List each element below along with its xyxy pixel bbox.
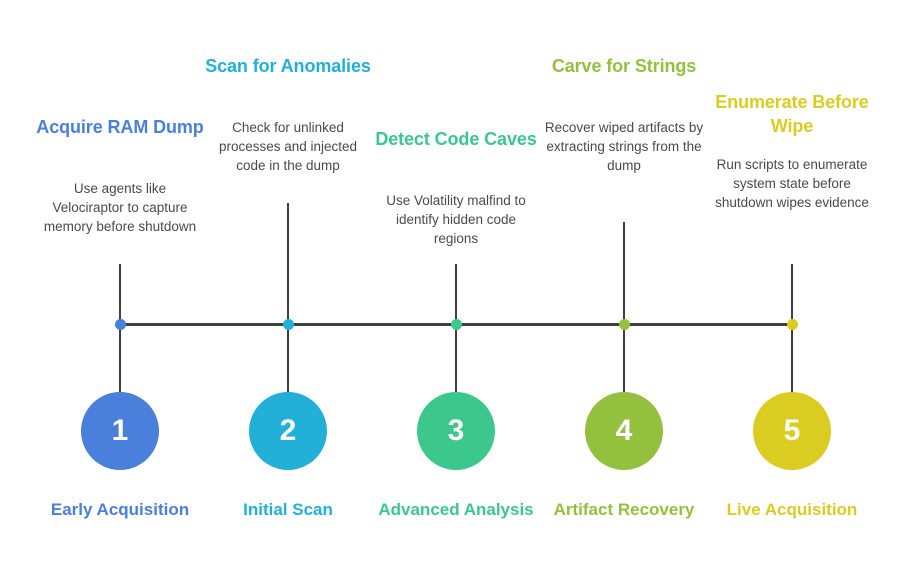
step-title: Carve for Strings [551, 56, 697, 76]
step-label: Initial Scan [243, 500, 333, 519]
step-axis-dot [787, 319, 798, 330]
step-description: Recover wiped artifacts by extracting st… [544, 120, 704, 173]
step-number-circle: 3 [417, 392, 495, 470]
step-label: Live Acquisition [726, 500, 858, 519]
timeline-step-4: Carve for Strings Recover wiped artifact… [540, 0, 708, 577]
step-connector-line [119, 264, 121, 396]
step-label: Early Acquisition [50, 500, 190, 519]
step-axis-dot [619, 319, 630, 330]
step-title: Scan for Anomalies [205, 56, 371, 76]
step-label: Advanced Analysis [378, 500, 534, 519]
step-description: Run scripts to enumerate system state be… [715, 157, 869, 210]
step-description: Use Volatility malfind to identify hidde… [386, 193, 526, 246]
step-connector-line [287, 203, 289, 396]
step-connector-line [791, 264, 793, 396]
step-connector-line [623, 222, 625, 396]
step-number-circle: 1 [81, 392, 159, 470]
timeline-step-2: Scan for Anomalies Check for unlinked pr… [204, 0, 372, 577]
step-number-circle: 4 [585, 392, 663, 470]
step-label: Artifact Recovery [553, 500, 695, 519]
timeline-step-1: Acquire RAM Dump Use agents like Velocir… [36, 0, 204, 577]
step-title: Detect Code Caves [375, 129, 537, 149]
step-description: Check for unlinked processes and injecte… [218, 120, 358, 173]
timeline-step-5: Enumerate Before Wipe Run scripts to enu… [708, 0, 876, 577]
step-number-circle: 5 [753, 392, 831, 470]
step-title: Acquire RAM Dump [36, 117, 204, 137]
step-axis-dot [115, 319, 126, 330]
step-connector-line [455, 264, 457, 396]
step-axis-dot [451, 319, 462, 330]
step-title: Enumerate Before Wipe [715, 92, 869, 136]
step-axis-dot [283, 319, 294, 330]
step-number-circle: 2 [249, 392, 327, 470]
step-description: Use agents like Velociraptor to capture … [43, 181, 197, 234]
timeline-step-3: Detect Code Caves Use Volatility malfind… [372, 0, 540, 577]
